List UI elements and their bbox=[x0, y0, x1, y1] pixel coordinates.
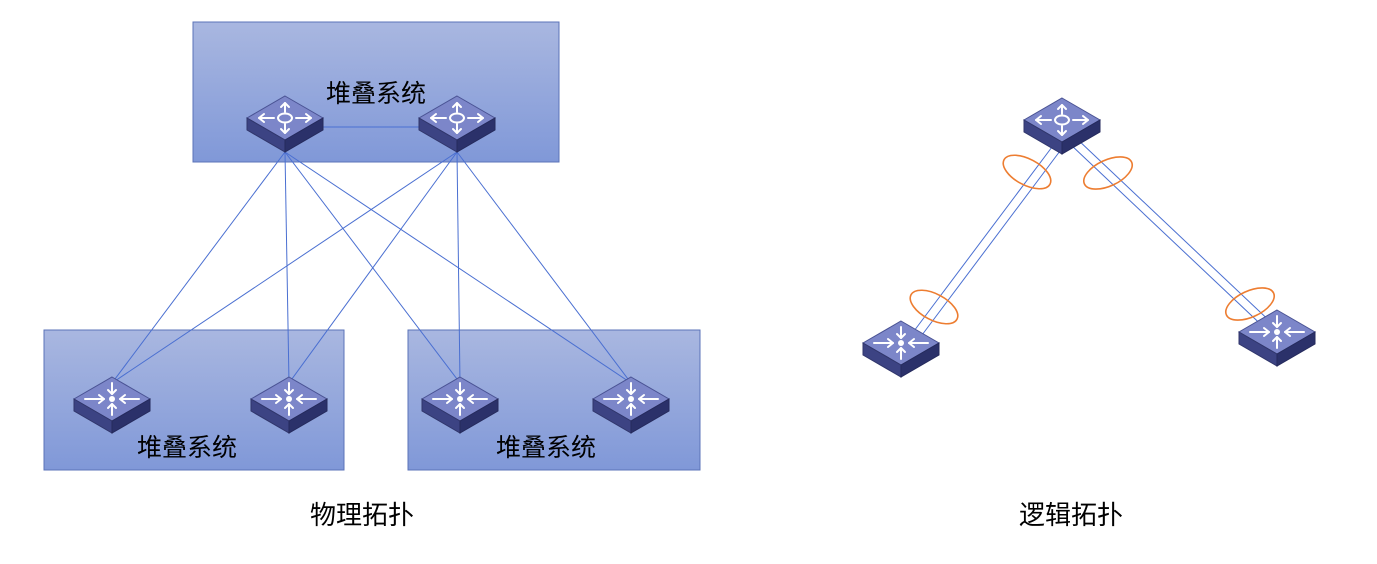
right-stack-label: 堆叠系统 bbox=[496, 433, 596, 462]
core-stack-label: 堆叠系统 bbox=[326, 79, 426, 108]
left-stack-label: 堆叠系统 bbox=[137, 433, 237, 462]
link-aggregation-icon bbox=[1083, 156, 1133, 190]
physical-link bbox=[284, 151, 290, 384]
access-switch-icon bbox=[862, 320, 940, 378]
link-aggregation-icon bbox=[1225, 287, 1275, 321]
link-aggregation-icon bbox=[1002, 154, 1052, 190]
core-stack-box bbox=[192, 21, 560, 163]
physical-link bbox=[456, 151, 632, 384]
logical-topology: 逻辑拓扑 bbox=[862, 97, 1316, 531]
logical-link bbox=[909, 146, 1064, 352]
logical-link bbox=[1069, 143, 1272, 335]
core-switch-icon bbox=[1023, 97, 1101, 155]
logical-link bbox=[901, 142, 1056, 348]
link-aggregation-icon bbox=[909, 289, 959, 325]
physical-topology: 堆叠系统 堆叠系统 堆叠系统 物理拓扑 bbox=[43, 21, 701, 531]
physical-link bbox=[111, 151, 286, 384]
physical-link bbox=[456, 151, 461, 384]
logical-topology-caption: 逻辑拓扑 bbox=[1019, 501, 1123, 531]
logical-link bbox=[1075, 137, 1278, 329]
physical-link bbox=[288, 151, 458, 384]
physical-topology-caption: 物理拓扑 bbox=[310, 501, 414, 531]
physical-link bbox=[111, 151, 458, 384]
